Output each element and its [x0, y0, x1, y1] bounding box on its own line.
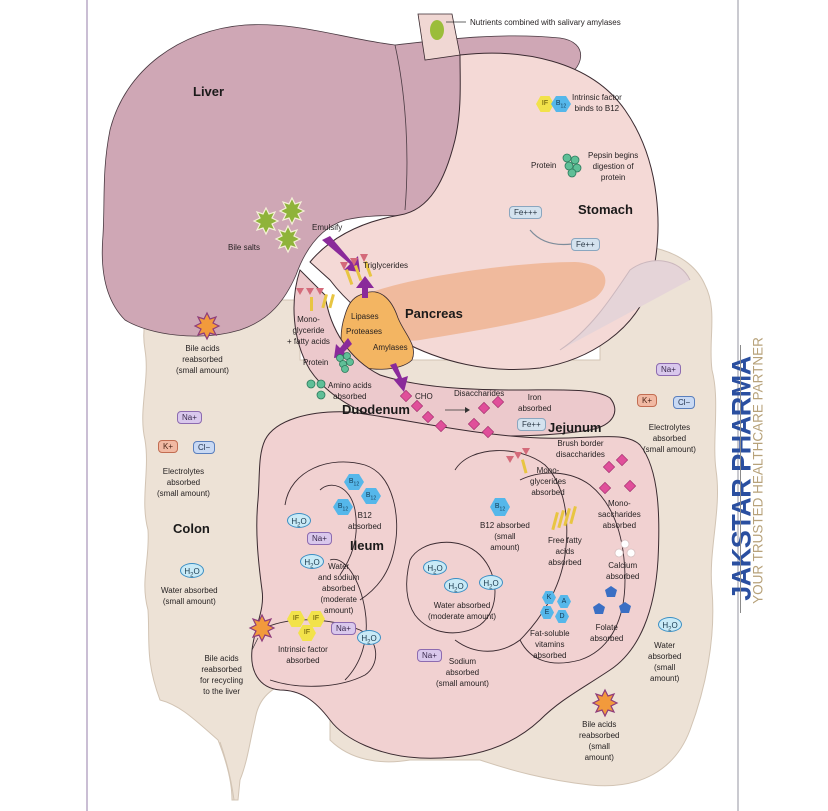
monosaccharides-label: Mono- saccharides absorbed — [598, 499, 641, 530]
vitamin-k-hex: K — [542, 591, 556, 604]
bile-salt-stars — [252, 196, 306, 254]
arrow-lipases — [356, 276, 374, 298]
carbohydrate-molecules — [399, 389, 637, 495]
intestinal-loops — [259, 450, 626, 687]
folate-molecules — [593, 586, 631, 614]
free-fatty-acids-label: Free fatty acids absorbed — [548, 536, 582, 567]
na-badge-ileum-2: Na+ — [331, 622, 356, 635]
brand-watermark: JAKSTAR PHARMA YOUR TRUSTED HEALTHCARE P… — [712, 335, 772, 620]
if-hex-2: IF — [307, 611, 325, 627]
triglyceride-molecules — [296, 254, 577, 531]
folate-label: Folate absorbed — [590, 623, 624, 643]
triglycerides-label: Triglycerides — [363, 261, 409, 270]
h2o-ileum-3: H2O — [357, 630, 381, 646]
b12-hex-ileum-1: B12 — [344, 474, 364, 490]
cho-label: CHO — [415, 392, 433, 401]
proteases-label: Proteases — [346, 327, 383, 336]
electrolytes-right-label: Electrolytes absorbed (small amount) — [643, 423, 696, 454]
intrinsic-factor-absorbed-label: Intrinsic factor absorbed — [278, 645, 328, 665]
iron-absorbed-label: Iron absorbed — [518, 393, 552, 413]
vitamin-a-hex: A — [557, 595, 571, 608]
arrow-amylases — [390, 363, 408, 392]
water-left-label: Water absorbed (small amount) — [161, 586, 218, 606]
fe2-badge-stomach: Fe++ — [571, 238, 600, 251]
b12-hex: B12 — [551, 96, 571, 112]
h2o-ileum-2: H2O — [300, 554, 324, 570]
intrinsic-factor-binds-label: Intrinsic factor binds to B12 — [572, 93, 622, 113]
monoglyceride-label: Mono- glyceride + fatty acids — [287, 315, 330, 346]
h2o-jejunum-2: H2O — [444, 578, 468, 594]
liver-title: Liver — [193, 84, 225, 99]
water-sodium-label: Water and sodium absorbed (moderate amou… — [318, 562, 360, 615]
fe3-badge: Fe+++ — [509, 206, 543, 219]
esophagus-note: Nutrients combined with salivary amylase… — [470, 18, 621, 27]
fe2-badge-duodenum: Fe++ — [517, 418, 546, 431]
na-badge-colon-right: Na+ — [656, 363, 681, 376]
na-badge-ileum-1: Na+ — [307, 532, 332, 545]
h2o-ileum-1: H2O — [287, 513, 311, 529]
lipases-label: Lipases — [351, 312, 379, 321]
jejunum-title: Jejunum — [548, 420, 602, 435]
b12-absorbed-ileum-label: B12 absorbed — [348, 511, 382, 531]
stomach-protein-label: Protein — [531, 161, 557, 170]
water-right-label: Water absorbed (small amount) — [648, 641, 682, 683]
bile-acid-stars — [193, 311, 619, 718]
bile-recycle-label: Bile acids reabsorbed for recycling to t… — [200, 654, 244, 696]
iron-conversion-arrow — [529, 229, 573, 246]
pepsin-label: Pepsin begins digestion of protein — [588, 151, 639, 182]
ileum-title: Ileum — [350, 538, 384, 553]
h2o-jejunum-1: H2O — [423, 560, 447, 576]
cl-badge-colon-right: Cl− — [673, 396, 696, 409]
enzyme-arrows — [322, 236, 408, 392]
sodium-small-label: Sodium absorbed (small amount) — [436, 657, 489, 688]
arrow-emulsify — [322, 236, 360, 272]
cl-badge-colon-left: Cl− — [193, 441, 216, 454]
vitamin-d-hex: D — [555, 610, 569, 623]
h2o-colon-left: H2O — [180, 563, 204, 579]
pancreas-enzyme-gland — [340, 291, 414, 370]
h2o-colon-right: H2O — [658, 617, 682, 633]
brand-divider — [740, 345, 741, 613]
na-badge-colon-left: Na+ — [177, 411, 202, 424]
k-badge-colon-right: K+ — [637, 394, 658, 407]
arrow-proteases — [334, 338, 352, 358]
vitamin-e-hex: E — [540, 606, 554, 619]
pancreas-title: Pancreas — [405, 306, 463, 321]
duodenum-protein-label: Protein — [303, 358, 329, 367]
colon-title: Colon — [173, 521, 210, 536]
if-hex-1: IF — [287, 611, 305, 627]
disaccharides-label: Disaccharides — [454, 389, 505, 398]
stomach-title: Stomach — [578, 202, 633, 217]
calcium-molecules — [614, 539, 636, 558]
b12-hex-ileum-2: B12 — [361, 488, 381, 504]
duodenum-title: Duodenum — [342, 402, 410, 417]
amino-acids-label: Amino acids absorbed — [328, 381, 372, 401]
h2o-jejunum-3: H2O — [479, 575, 503, 591]
if-hex-3: IF — [298, 625, 316, 641]
water-moderate-label: Water absorbed (moderate amount) — [428, 601, 497, 621]
bile-acids-right-label: Bile acids reabsorbed (small amount) — [579, 720, 620, 762]
brush-border-label: Brush border disaccharides — [556, 439, 605, 459]
emulsify-label: Emulsify — [312, 223, 343, 232]
calcium-label: Calcium absorbed — [606, 561, 640, 581]
bile-salts-label: Bile salts — [228, 243, 261, 252]
b12-hex-jejunum: B12 — [490, 498, 510, 516]
nutrient-bolus — [430, 20, 444, 40]
k-badge-colon-left: K+ — [158, 440, 179, 453]
protein-clusters — [306, 153, 582, 400]
electrolytes-left-label: Electrolytes absorbed (small amount) — [157, 467, 210, 498]
b12-hex-ileum-3: B12 — [333, 499, 353, 515]
brand-tagline: YOUR TRUSTED HEALTHCARE PARTNER — [750, 337, 766, 604]
fat-soluble-vitamins-label: Fat-soluble vitamins absorbed — [530, 629, 570, 660]
intrinsic-factor-hex: IF — [536, 96, 554, 112]
amylases-label: Amylases — [373, 343, 408, 352]
monoglycerides-absorbed-label: Mono- glycerides absorbed — [530, 466, 567, 497]
b12-absorbed-small-label: B12 absorbed (small amount) — [480, 521, 530, 552]
bile-acids-upper-label: Bile acids reabsorbed (small amount) — [176, 344, 229, 375]
pancreas-shape — [371, 262, 606, 341]
colon-fold — [559, 260, 691, 351]
na-badge-ileum-3: Na+ — [417, 649, 442, 662]
